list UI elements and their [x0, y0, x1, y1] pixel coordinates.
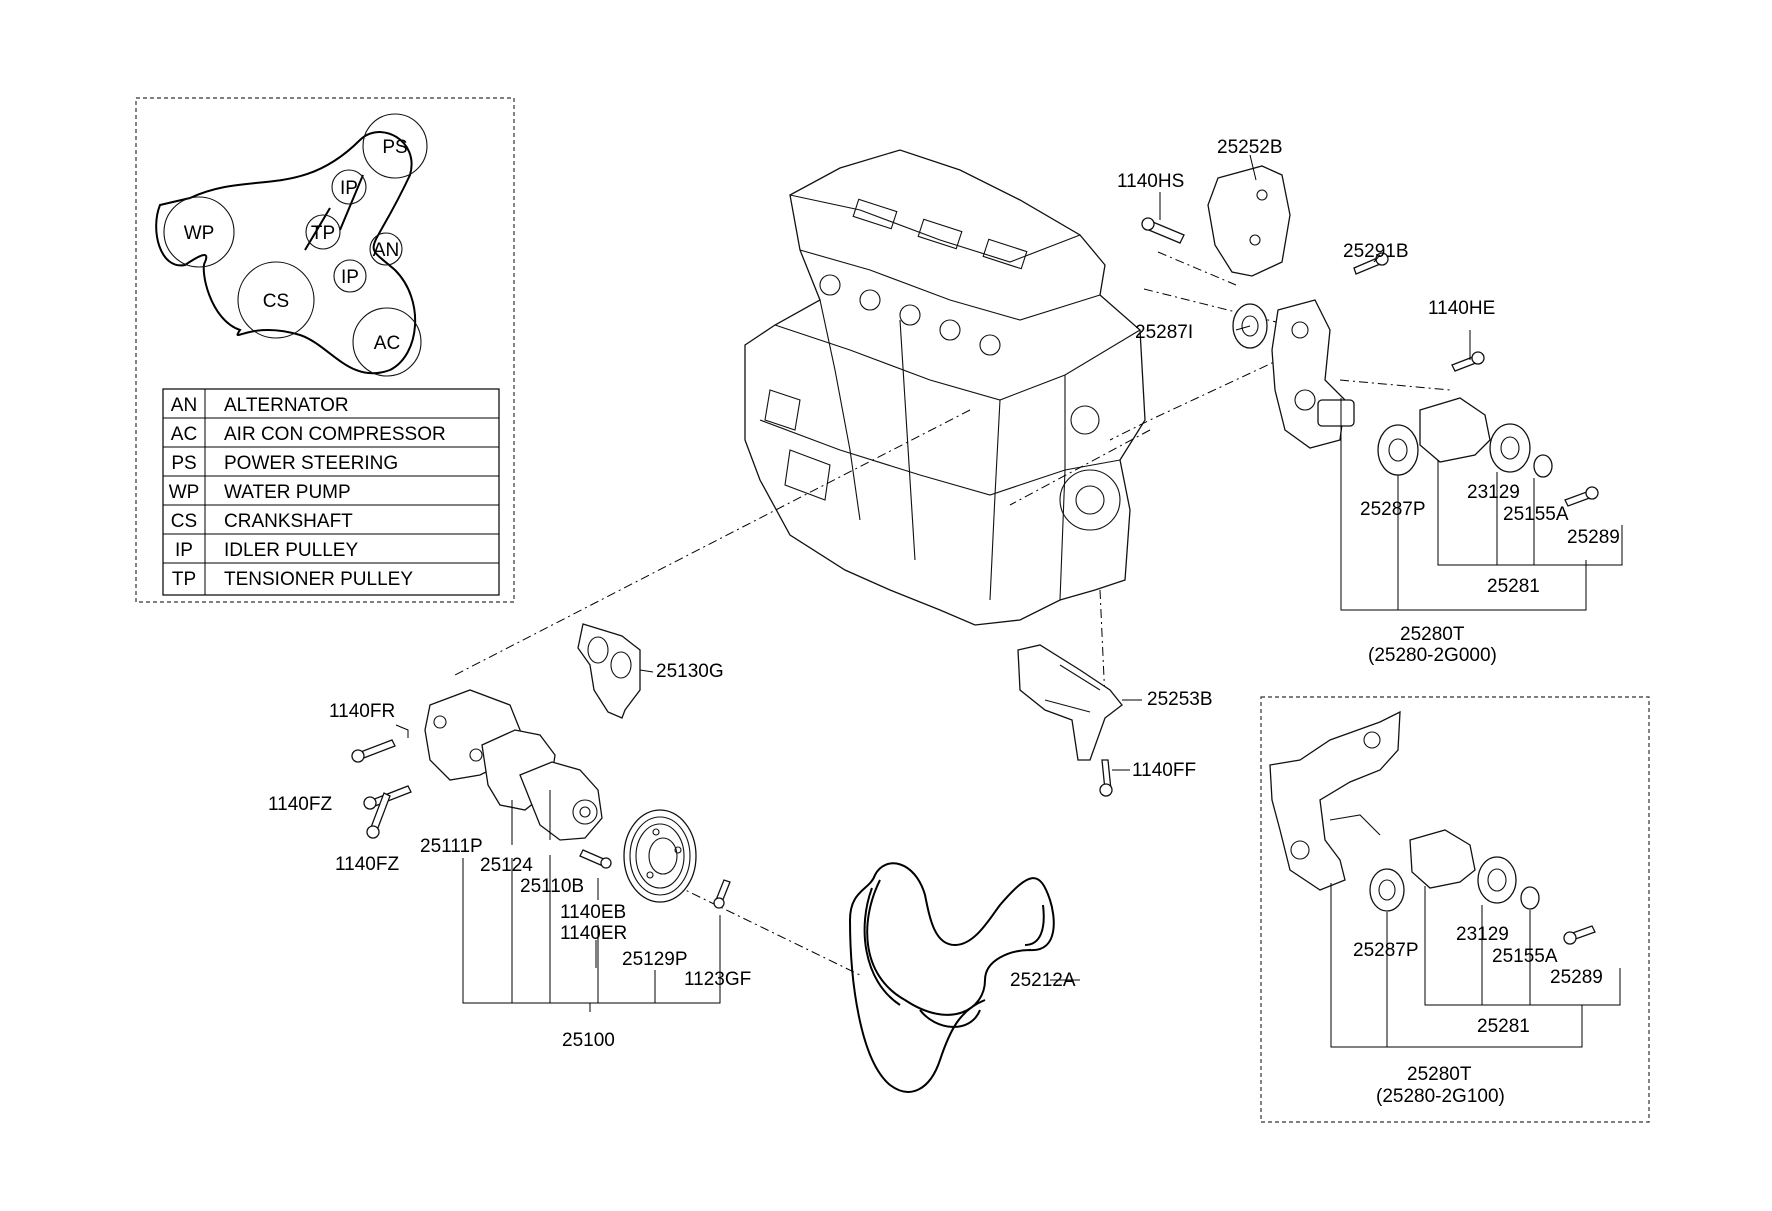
water-pump-25110b	[519, 761, 603, 841]
legend-code: PS	[171, 453, 196, 474]
label-25111p[interactable]: 25111P	[420, 836, 483, 857]
label-25289[interactable]: 25289	[1567, 527, 1620, 548]
label-25291b[interactable]: 25291B	[1343, 241, 1409, 262]
gasket-25130g	[577, 623, 641, 719]
label-1123gf[interactable]: 1123GF	[684, 969, 751, 990]
legend-code: AC	[171, 424, 197, 445]
label-1140hs[interactable]: 1140HS	[1117, 171, 1184, 192]
label-1140ff[interactable]: 1140FF	[1132, 760, 1196, 781]
belt-routing-panel: PS IP WP TP AN IP CS AC AN ALTERNATOR	[135, 97, 515, 603]
belt-routing-path	[155, 131, 416, 375]
pulley-ip-lower-label: IP	[341, 267, 359, 288]
legend-name: WATER PUMP	[224, 482, 351, 503]
legend-row: CS CRANKSHAFT	[171, 511, 353, 532]
engine-block-illustration	[744, 149, 1146, 626]
pulley-cs-label: CS	[263, 291, 289, 312]
pulley-tp	[305, 214, 341, 250]
pulley-ac-label: AC	[374, 333, 400, 354]
pulley-tp-label: TP	[311, 223, 335, 244]
label-25280t[interactable]: 25280T	[1400, 624, 1465, 645]
label-1140er[interactable]: 1140ER	[560, 923, 627, 944]
label-1140he[interactable]: 1140HE	[1428, 298, 1495, 319]
pulley-wp-label: WP	[184, 223, 215, 244]
label-25287p[interactable]: 25287P	[1360, 499, 1426, 520]
label-25212a[interactable]: 25212A	[1010, 970, 1076, 991]
label-25252b[interactable]: 25252B	[1217, 137, 1283, 158]
label-25124[interactable]: 25124	[480, 855, 533, 876]
alt-label-25280t[interactable]: 25280T	[1407, 1064, 1472, 1085]
alt-label-25287p[interactable]: 25287P	[1353, 940, 1419, 961]
engine-mount-bracket-25253b	[1017, 644, 1123, 797]
water-pump-assembly	[351, 689, 731, 909]
assembly-guide-lines	[454, 251, 1451, 976]
alt-tensioner-kit-illustration	[1269, 710, 1596, 945]
label-25100[interactable]: 25100	[562, 1030, 615, 1051]
legend-row: AC AIR CON COMPRESSOR	[171, 424, 446, 445]
belt-routing-frame	[135, 97, 515, 603]
tensioner-bracket-assembly	[1141, 165, 1599, 507]
pulley-25287p	[1377, 424, 1419, 476]
alt-label-23129[interactable]: 23129	[1456, 924, 1509, 945]
label-1140fr[interactable]: 1140FR	[329, 701, 395, 722]
label-25253b[interactable]: 25253B	[1147, 689, 1213, 710]
pulley-an-label: AN	[373, 240, 399, 261]
part-labels: 25252B 1140HS 25291B 1140HE 25287I 25287…	[268, 137, 1620, 1107]
bracket-25252b	[1207, 165, 1291, 277]
pulley-ip-lower	[333, 259, 367, 293]
legend-code: TP	[172, 569, 196, 590]
alt-label-25155a[interactable]: 25155A	[1492, 946, 1558, 967]
pulley-cs	[237, 261, 315, 339]
legend-name: POWER STEERING	[224, 453, 398, 474]
pulley-an	[369, 232, 403, 266]
label-25130g[interactable]: 25130G	[656, 661, 724, 682]
tensioner-23129-body	[1419, 397, 1491, 463]
alt-label-25281[interactable]: 25281	[1477, 1016, 1530, 1037]
legend-name: TENSIONER PULLEY	[224, 569, 413, 590]
label-23129[interactable]: 23129	[1467, 482, 1520, 503]
legend-name: IDLER PULLEY	[224, 540, 358, 561]
legend-row: WP WATER PUMP	[169, 482, 351, 503]
legend-name: CRANKSHAFT	[224, 511, 353, 532]
drive-belt-25212a	[848, 862, 1055, 1093]
pulley-ps-label: PS	[382, 137, 407, 158]
legend-code: CS	[171, 511, 197, 532]
legend-name: ALTERNATOR	[224, 395, 349, 416]
legend-row: AN ALTERNATOR	[171, 395, 349, 416]
legend-table: AN ALTERNATOR AC AIR CON COMPRESSOR PS P…	[162, 388, 500, 596]
label-1140eb[interactable]: 1140EB	[560, 902, 626, 923]
pulley-25129p	[623, 809, 697, 903]
pulley-ip-upper	[331, 169, 367, 205]
label-25110b[interactable]: 25110B	[520, 876, 584, 897]
legend-code: AN	[171, 395, 197, 416]
pulley-wp	[163, 196, 235, 268]
label-1140fz-a[interactable]: 1140FZ	[268, 794, 332, 815]
bolt-1140fz-a	[371, 785, 412, 807]
legend-row: TP TENSIONER PULLEY	[172, 569, 413, 590]
legend-code: WP	[169, 482, 200, 503]
label-1140fz-b[interactable]: 1140FZ	[335, 854, 399, 875]
label-25155a[interactable]: 25155A	[1503, 504, 1569, 525]
washer-25155a	[1533, 454, 1553, 478]
pulley-ps	[362, 113, 428, 179]
legend-row: IP IDLER PULLEY	[175, 540, 358, 561]
label-25287i[interactable]: 25287I	[1135, 322, 1193, 343]
alt-label-25289[interactable]: 25289	[1550, 967, 1603, 988]
callout-lines	[395, 154, 1623, 1048]
pulley-ac	[352, 307, 422, 377]
label-25129p[interactable]: 25129P	[622, 949, 688, 970]
label-25280t-alt: (25280-2G000)	[1368, 645, 1497, 666]
alt-label-25280t-alt: (25280-2G100)	[1376, 1086, 1505, 1107]
pulley-ip-upper-label: IP	[340, 178, 358, 199]
legend-row: PS POWER STEERING	[171, 453, 398, 474]
label-25281[interactable]: 25281	[1487, 576, 1540, 597]
legend-name: AIR CON COMPRESSOR	[224, 424, 446, 445]
legend-code: IP	[175, 540, 193, 561]
